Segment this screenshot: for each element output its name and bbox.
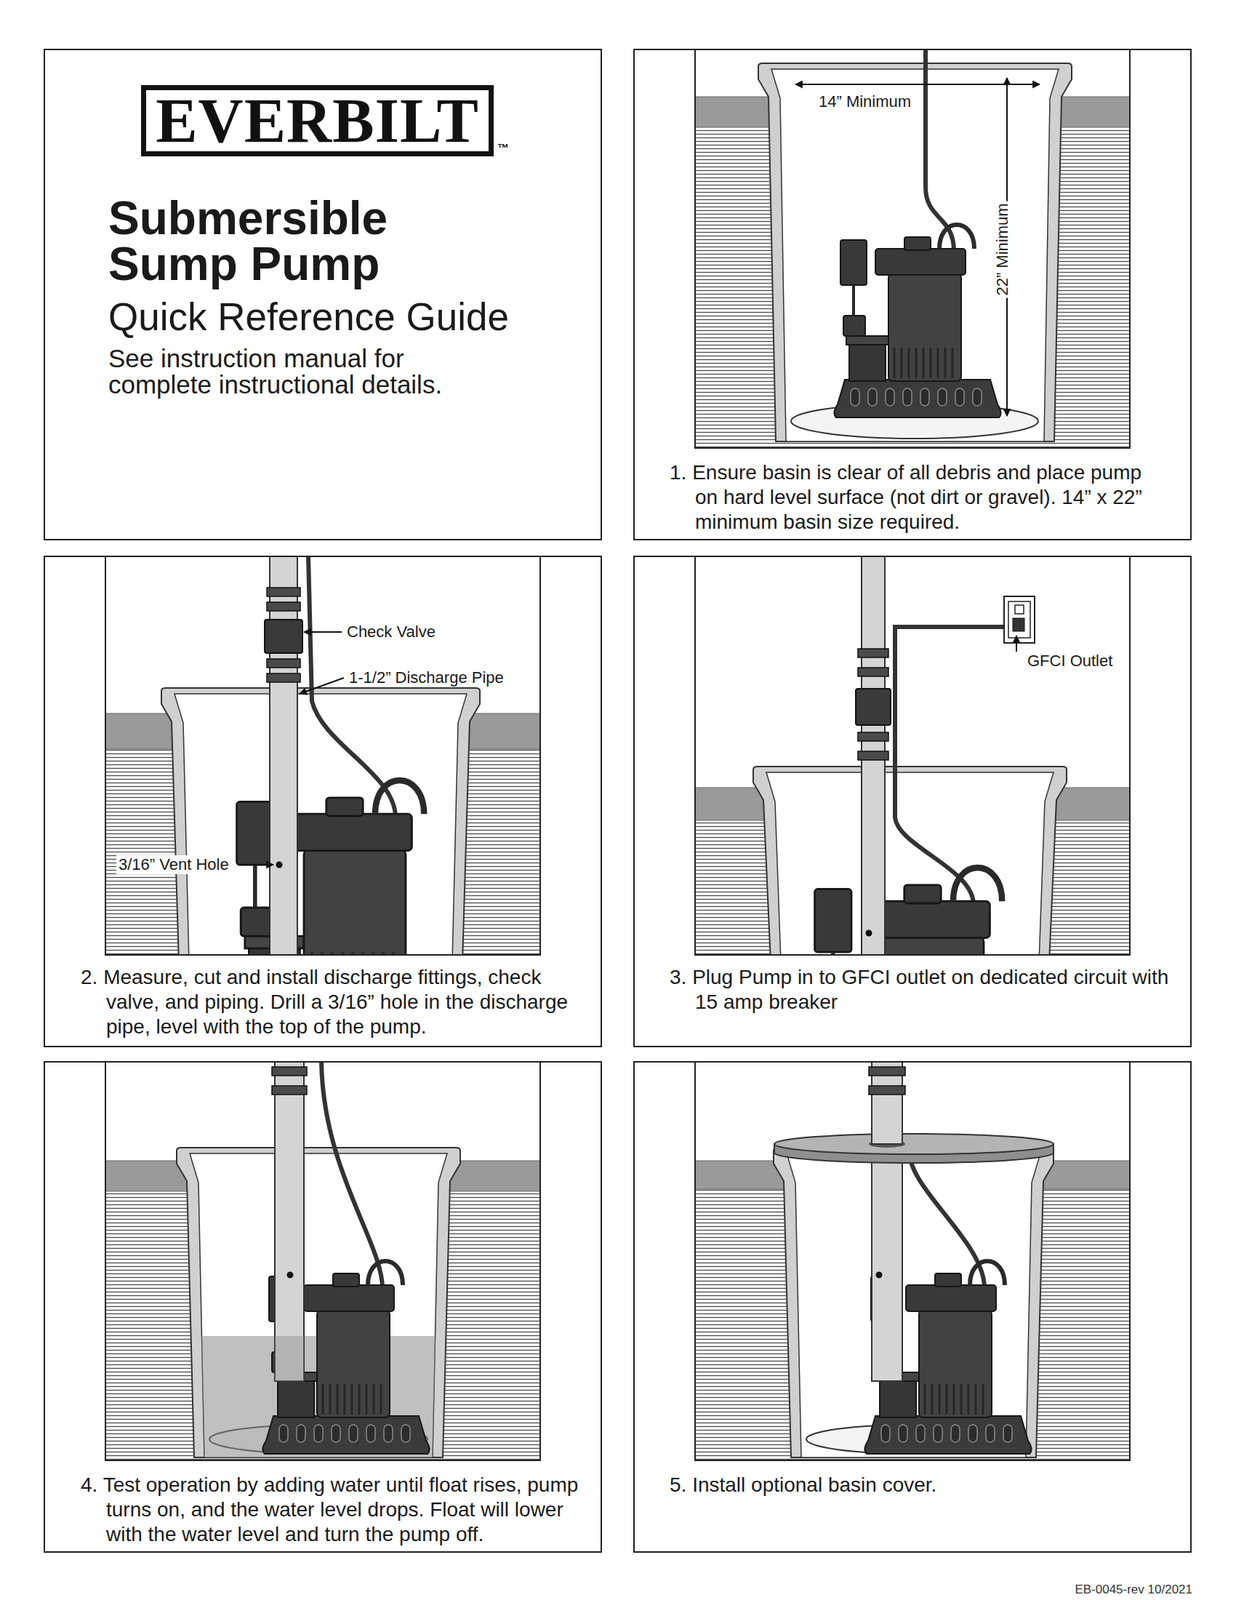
illustration-rect <box>1004 596 1035 643</box>
callout-label: 1-1/2” Discharge Pipe <box>346 668 507 688</box>
illustration-path <box>925 48 954 251</box>
illustration-path <box>771 69 1059 442</box>
illustration-rect <box>857 732 889 741</box>
illustration-use <box>806 867 1040 956</box>
step-panel: 3. Plug Pump in to GFCI outlet on dedica… <box>633 555 1192 1047</box>
cover-panel: Submersible Sump PumpQuick Reference Gui… <box>43 48 603 541</box>
illustration-line <box>1015 635 1018 652</box>
illustration-ellipse <box>774 1133 1054 1154</box>
illustration-circle <box>876 1271 883 1279</box>
illustration-rect <box>105 556 541 955</box>
illustration-rect <box>1008 601 1031 638</box>
illustration-rect <box>271 1066 307 1076</box>
guide-subtitle: Quick Reference Guide <box>108 295 589 339</box>
illustration-rect <box>868 1085 906 1095</box>
illustration-rect <box>695 49 1130 448</box>
step-text: 3. Plug Pump in to GFCI outlet on dedica… <box>669 964 1179 1015</box>
illustration-circle <box>276 861 283 869</box>
illustration-use <box>833 224 1001 418</box>
illustration-rect <box>274 1060 304 1381</box>
step-panel: 5. Install optional basin cover. <box>633 1060 1192 1553</box>
dimension-label: 22” Minimum <box>993 200 1013 298</box>
illustration-circle <box>865 929 873 937</box>
illustration-rect <box>266 587 301 597</box>
illustration-rect <box>695 556 1130 955</box>
illustration-path <box>321 1060 383 1288</box>
step-panel: 1. Ensure basin is clear of all debris a… <box>633 48 1192 541</box>
callout-label: Check Valve <box>344 622 438 642</box>
illustration-path <box>786 1153 1041 1458</box>
step-text: 1. Ensure basin is clear of all debris a… <box>669 460 1161 535</box>
illustration-rect <box>695 1061 1130 1460</box>
illustration-line <box>795 83 1040 86</box>
product-title: Submersible Sump Pump <box>108 195 443 288</box>
document-code: EB-0045-rev 10/2021 <box>1074 1582 1193 1597</box>
illustration-path <box>895 626 1015 905</box>
illustration-rect <box>269 555 298 956</box>
illustration-rect <box>271 1085 307 1095</box>
dimension-label: 14” Minimum <box>816 92 914 112</box>
trademark-mark: ™ <box>497 141 509 155</box>
illustration-rect <box>857 667 889 677</box>
step-panel: 4. Test operation by adding water until … <box>43 1060 603 1553</box>
illustration-rect <box>105 1061 541 1460</box>
illustration-line <box>299 677 344 694</box>
illustration-rect <box>868 1066 906 1076</box>
step-panel: 2. Measure, cut and install discharge fi… <box>43 555 603 1047</box>
illustration-rect <box>266 658 301 668</box>
illustration-path <box>773 1147 1054 1458</box>
illustration-path <box>189 1153 448 1458</box>
illustration-rect <box>1012 618 1025 632</box>
illustration-rect <box>266 602 301 611</box>
illustration-rect <box>855 688 891 725</box>
illustration-rect <box>266 673 301 682</box>
step-text: 4. Test operation by adding water until … <box>80 1472 583 1547</box>
illustration-rect <box>871 1148 903 1381</box>
illustration-path <box>758 63 1072 442</box>
outlet-illustration <box>694 555 1131 956</box>
illustration-rect <box>274 1335 304 1381</box>
cover-illustration <box>694 1060 1131 1461</box>
illustration-rect <box>1014 604 1024 614</box>
illustration-rect <box>857 751 889 760</box>
illustration-rect <box>264 619 303 653</box>
callout-label: 3/16” Vent Hole <box>116 855 232 874</box>
step-text: 2. Measure, cut and install discharge fi… <box>80 964 572 1039</box>
illustration-circle <box>287 1271 294 1279</box>
illustration-rect <box>857 648 889 658</box>
brand-logo-text: EVERBILT <box>155 89 480 152</box>
callout-label: GFCI Outlet <box>1025 651 1115 671</box>
manual-note: See instruction manual for complete inst… <box>108 345 472 398</box>
illustration-use <box>228 780 462 956</box>
illustration-line <box>303 631 342 633</box>
logo-box: EVERBILT <box>141 85 494 157</box>
illustration-line <box>238 863 274 866</box>
test-illustration <box>104 1060 541 1461</box>
piping-illustration <box>104 555 541 956</box>
illustration-path <box>176 1147 461 1458</box>
step-text: 5. Install optional basin cover. <box>669 1472 1172 1498</box>
